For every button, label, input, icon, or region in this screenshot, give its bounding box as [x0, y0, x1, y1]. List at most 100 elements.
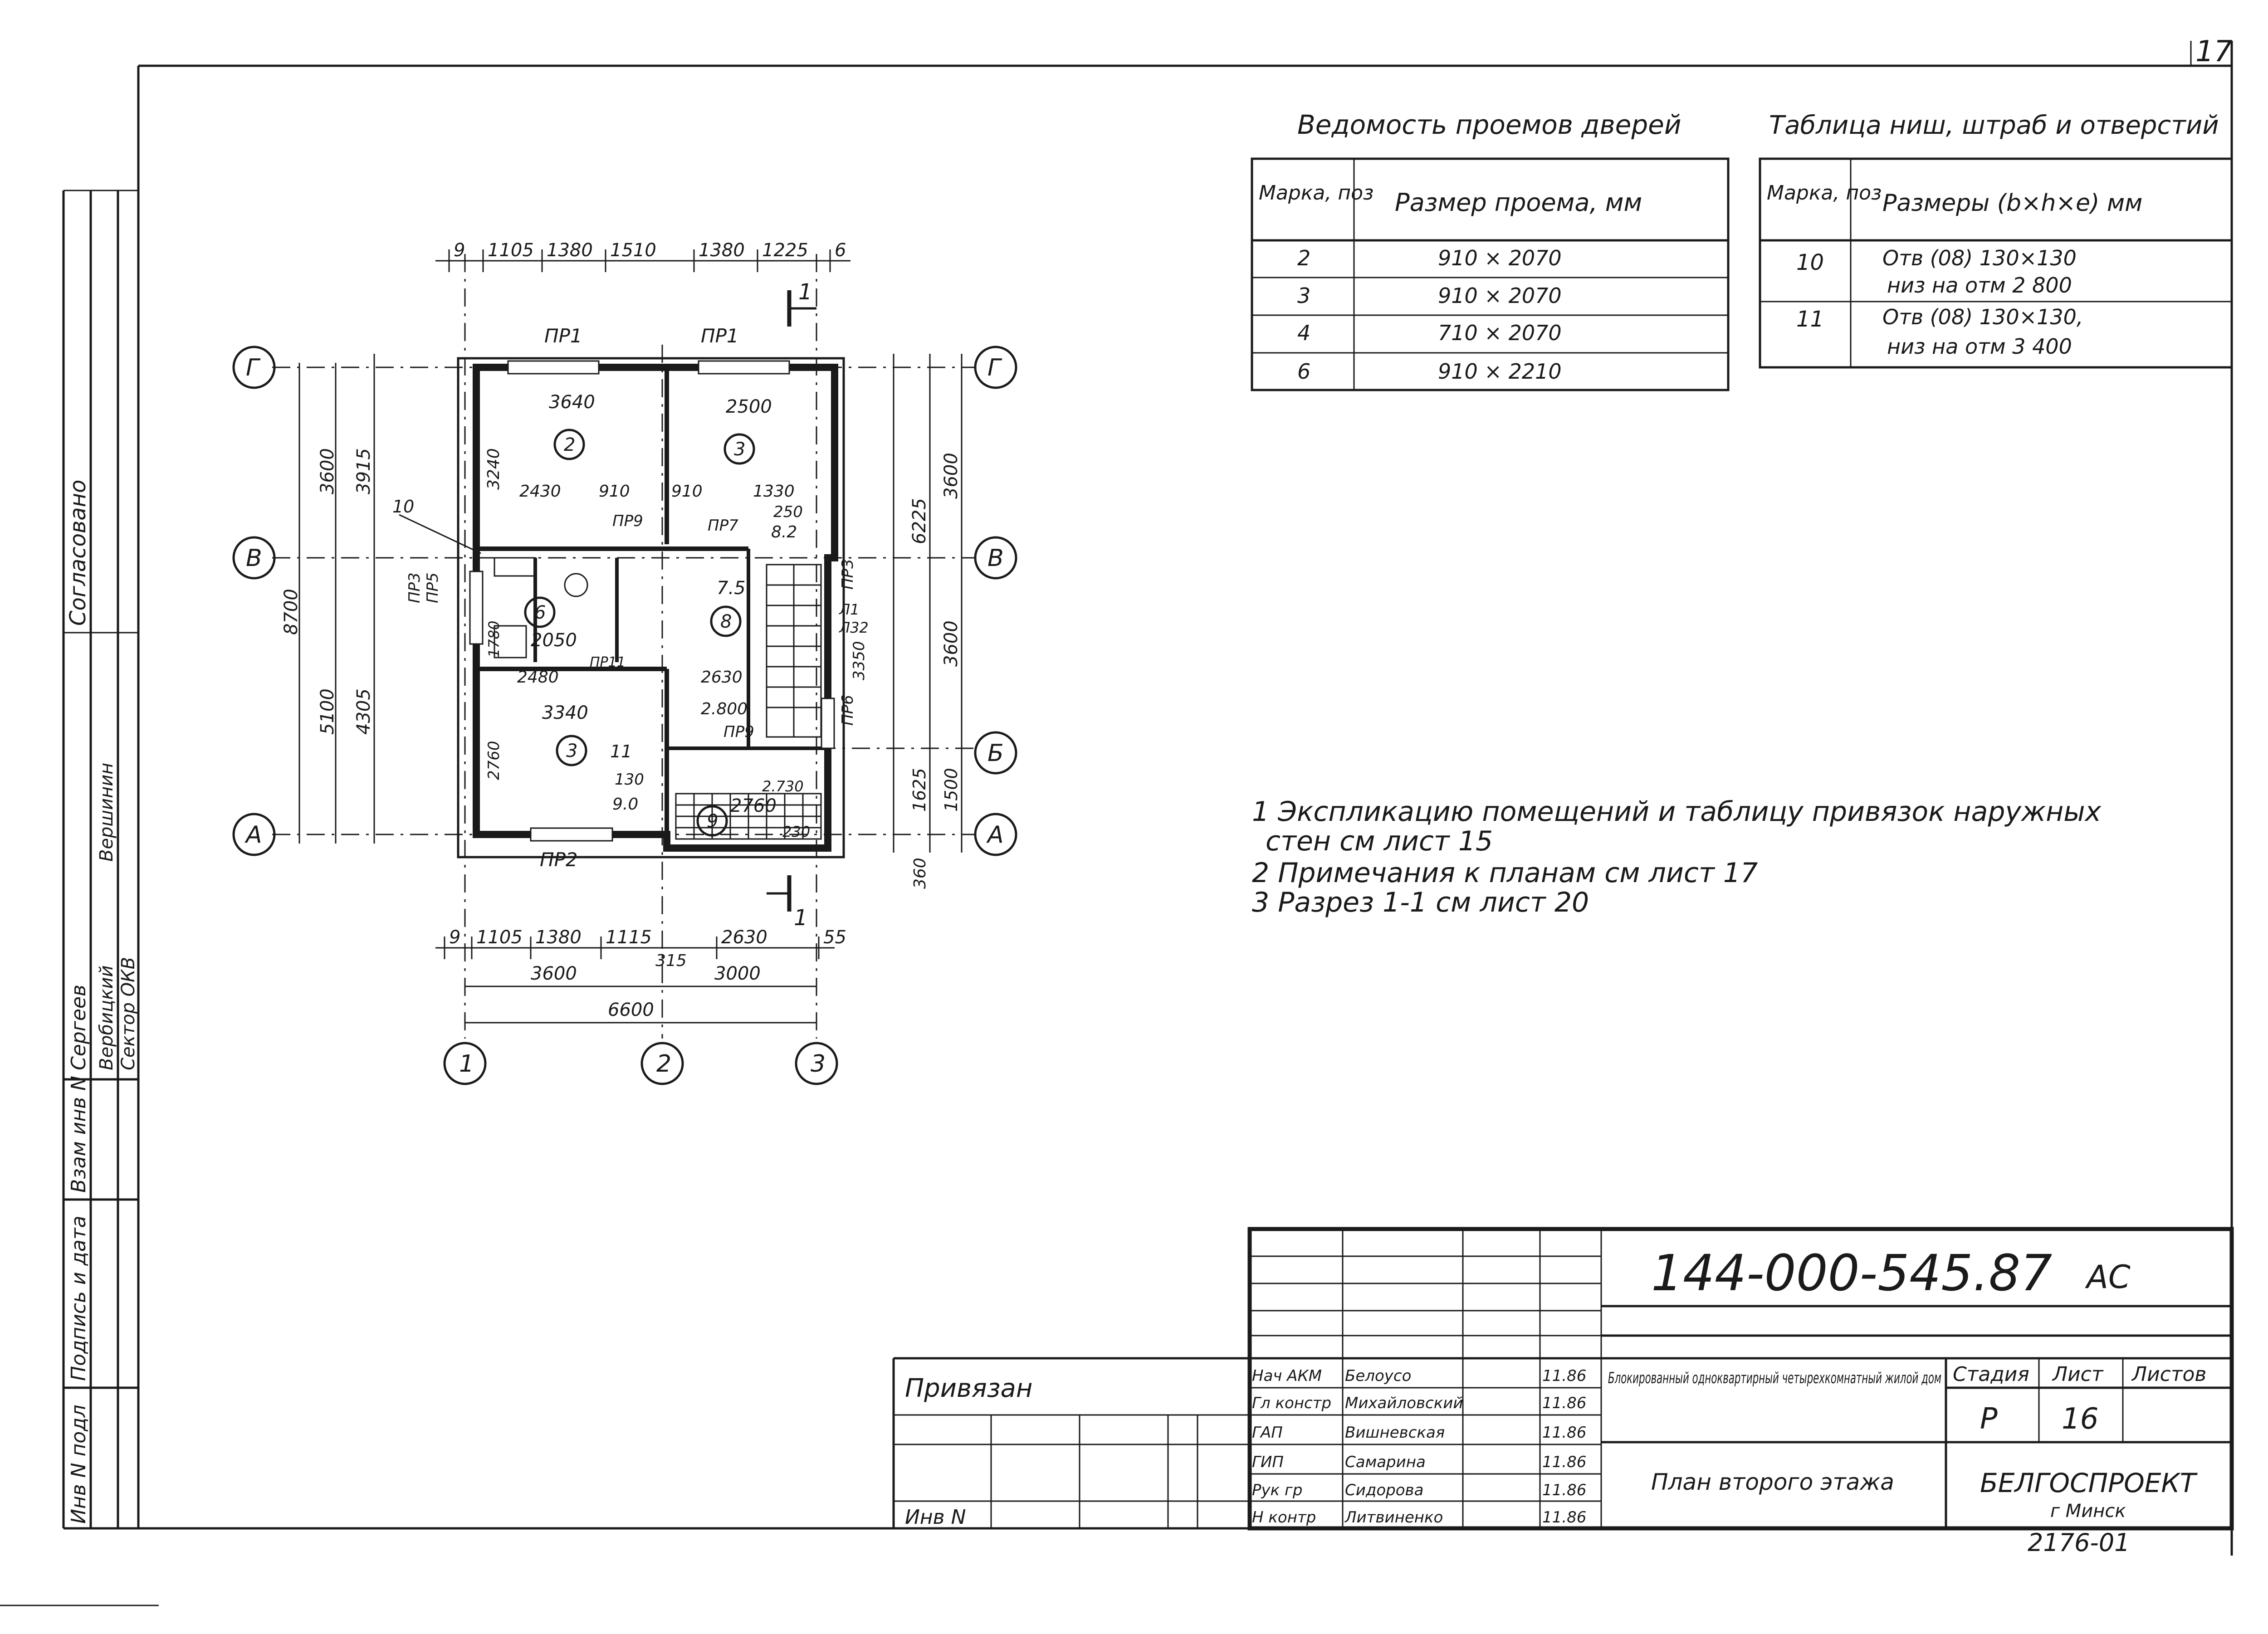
tb-date: 11.86 [1542, 1394, 1586, 1412]
left-dim-8700: 8700 [281, 589, 302, 635]
tb-name: Литвиненко [1344, 1508, 1443, 1527]
axis-label-1: 1 [459, 1050, 474, 1078]
axis-label-B: Б [987, 740, 1004, 767]
section-mark-bottom: 1 [767, 875, 808, 931]
note-line-3: 2 Примечания к планам см лист 17 [1252, 857, 1758, 889]
strip-name-4: Сектор ОКВ [118, 957, 139, 1070]
axis-label-3: 3 [811, 1050, 826, 1078]
sheets-label: Листов [2131, 1363, 2206, 1386]
dim-3240: 3240 [484, 448, 503, 490]
room-dimension: 7.5 [717, 578, 746, 599]
bottom-total-left: 3600 [531, 963, 577, 984]
top-dim: 1380 [547, 240, 593, 261]
bottom-dim: 1115 [606, 927, 652, 948]
room-number: 3 [566, 741, 577, 761]
sheet-name: План второго этажа [1651, 1469, 1894, 1495]
top-dim: 6 [835, 240, 846, 261]
org-name: БЕЛГОСПРОЕКТ [1980, 1468, 2198, 1498]
tb-name: Белоусо [1345, 1367, 1411, 1385]
note-line-4: 3 Разрез 1-1 см лист 20 [1252, 887, 1589, 918]
bottom-dim: 55 [823, 927, 846, 948]
left-dim-3600: 3600 [317, 448, 338, 494]
axis-bubble-V [232, 536, 276, 580]
niches-row2-line1: Отв (08) 130×130, [1882, 305, 2083, 329]
tb-role: Н контр [1252, 1508, 1316, 1527]
opening-pr9-b: ПР9 [723, 723, 754, 741]
tb-name: Михайловский [1345, 1394, 1463, 1412]
right-dim-360: 360 [911, 858, 929, 889]
dim-2630: 2630 [701, 668, 743, 687]
axis-label-G-left: Г [246, 354, 261, 381]
room-dimension: 2500 [726, 396, 772, 417]
niches-row1-line1: Отв (08) 130×130 [1882, 246, 2077, 270]
project-name: Блокированный одноквартирный четырехкомн… [1608, 1369, 1941, 1387]
left-stamp-strip: Согласовано Сергеев Вербицкий Вершинин С… [62, 190, 139, 1528]
top-dim: 9 [454, 240, 465, 261]
axis-bubble-G-right [974, 346, 1017, 389]
opening-pr1-a: ПР1 [544, 325, 582, 347]
right-dim-3600-bottom: 3600 [941, 620, 962, 667]
strip-inv-original: Инв N подл [67, 1405, 90, 1524]
bottom-dim: 1380 [535, 927, 582, 948]
sheet-value: 16 [2062, 1402, 2098, 1436]
staircase [766, 564, 822, 738]
doors-header-mark: Марка, поз [1259, 181, 1374, 205]
room-marker [553, 429, 585, 460]
niches-table-title: Таблица ниш, штраб и отверстий [1769, 111, 2219, 140]
tb-name: Вишневская [1345, 1424, 1445, 1442]
room-dimension: 2760 [730, 795, 777, 816]
dim-910-a: 910 [599, 482, 630, 501]
tiled-floor-hatch [675, 793, 822, 840]
top-dim: 1510 [610, 240, 656, 261]
top-dim: 1380 [699, 240, 745, 261]
right-dim-1625: 1625 [909, 768, 929, 812]
leader-10: 10 [392, 497, 414, 517]
bottom-code: 2176-01 [2028, 1528, 2130, 1557]
room-marker [556, 735, 587, 766]
axis-bubble-2 [640, 1042, 684, 1085]
top-dim: 1225 [762, 240, 808, 261]
axis-bubble-3 [795, 1042, 838, 1085]
drawing-code-suffix: АС [2085, 1258, 2131, 1296]
doors-row-mark: 2 [1297, 246, 1310, 270]
room-dimension: 3340 [542, 702, 588, 723]
dim-11: 11 [610, 741, 632, 761]
room-number: 3 [734, 439, 745, 460]
dim-3350: 3350 [850, 641, 868, 680]
axis-label-A-left: А [244, 821, 262, 849]
tb-date: 11.86 [1542, 1424, 1586, 1442]
axis-label-G-right: Г [987, 354, 1002, 381]
dim-8-2: 8.2 [771, 523, 797, 541]
stage-value: Р [1980, 1402, 1998, 1436]
room-dimension: 2050 [531, 630, 577, 651]
doors-row-size: 910 × 2210 [1438, 359, 1562, 384]
doors-row-size: 910 × 2070 [1438, 283, 1562, 308]
dim-2760: 2760 [485, 741, 503, 780]
toilet-icon [564, 573, 588, 597]
doors-row-size: 910 × 2070 [1438, 246, 1562, 270]
drawing-code: 144-000-545.87 [1651, 1244, 2052, 1302]
niches-header-size: Размеры (b×h×e) мм [1882, 190, 2142, 217]
axis-bubble-1 [443, 1042, 487, 1085]
tb-date: 11.86 [1542, 1453, 1586, 1471]
doors-row-mark: 4 [1297, 321, 1310, 345]
dim-1780: 1780 [485, 621, 503, 658]
axis-label-2: 2 [656, 1050, 671, 1078]
strip-signature-date: Подпись и дата [67, 1216, 90, 1381]
strip-name-3: Вершинин [96, 763, 117, 862]
opening-pr3-right: ПР3 [839, 559, 857, 590]
tb-role: Гл констр [1252, 1394, 1331, 1412]
doors-row-size: 710 × 2070 [1438, 321, 1562, 345]
opening-pr7: ПР7 [708, 517, 738, 535]
tb-role: ГАП [1252, 1424, 1283, 1442]
linked-label: Привязан [905, 1374, 1032, 1403]
doors-row-mark: 3 [1297, 283, 1310, 308]
tb-role: Рук гр [1252, 1481, 1302, 1499]
niches-header-mark: Марка, поз [1767, 181, 1882, 205]
dim-230: 230 [782, 823, 810, 840]
corner-sheet-number: 17 [2195, 35, 2233, 68]
